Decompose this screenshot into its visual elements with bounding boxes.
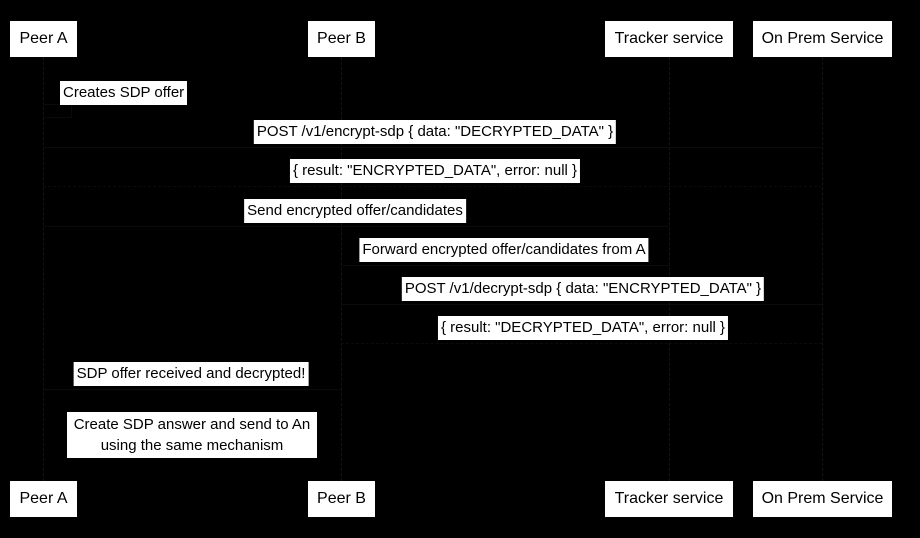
message-encrypt-sdp-request: POST /v1/encrypt-sdp { data: "DECRYPTED_… [253,120,617,144]
message-forward-encrypted-offer: Forward encrypted offer/candidates from … [359,238,649,262]
lifeline-peer-a [43,57,44,481]
lifeline-peer-b [341,57,342,481]
arrow-forward-encrypted-offer [341,265,669,266]
message-decrypt-sdp-request: POST /v1/decrypt-sdp { data: "ENCRYPTED_… [401,277,765,301]
arrow-encrypt-sdp-response [43,186,822,187]
lifeline-on-prem-service [822,57,823,481]
participant-tracker-service-top: Tracker service [605,21,733,57]
participant-label: Peer A [19,490,68,507]
message-sdp-offer-received: SDP offer received and decrypted! [73,362,309,386]
message-creates-sdp-offer: Creates SDP offer [60,81,188,105]
participant-label: Peer B [317,490,366,507]
arrow-decrypt-sdp-response [341,343,822,344]
arrow-decrypt-sdp-request [341,304,822,305]
participant-peer-b-top: Peer B [308,21,375,57]
message-send-encrypted-offer: Send encrypted offer/candidates [244,199,466,223]
message-decrypt-sdp-response: { result: "DECRYPTED_DATA", error: null … [437,316,729,340]
lifeline-tracker-service [669,57,670,481]
participant-label: Peer B [317,30,366,47]
arrow-send-encrypted-offer [43,226,669,227]
participant-peer-a-bottom: Peer A [10,481,77,517]
participant-label: On Prem Service [761,490,884,507]
participant-label: Peer A [19,30,68,47]
note-create-sdp-answer: Create SDP answer and send to An using t… [67,412,317,458]
note-line-1: Create SDP answer and send to An [73,416,311,433]
participant-tracker-service-bottom: Tracker service [605,481,733,517]
note-line-2: using the same mechanism [100,437,284,454]
self-message-arrow-creates-sdp-offer [43,104,72,118]
participant-peer-b-bottom: Peer B [308,481,375,517]
participant-on-prem-service-top: On Prem Service [753,21,892,57]
arrow-sdp-offer-received [43,389,341,390]
participant-label: On Prem Service [761,30,884,47]
participant-peer-a-top: Peer A [10,21,77,57]
message-encrypt-sdp-response: { result: "ENCRYPTED_DATA", error: null … [289,159,581,183]
participant-on-prem-service-bottom: On Prem Service [753,481,892,517]
participant-label: Tracker service [614,30,724,47]
participant-label: Tracker service [614,490,724,507]
arrow-encrypt-sdp-request [43,147,822,148]
